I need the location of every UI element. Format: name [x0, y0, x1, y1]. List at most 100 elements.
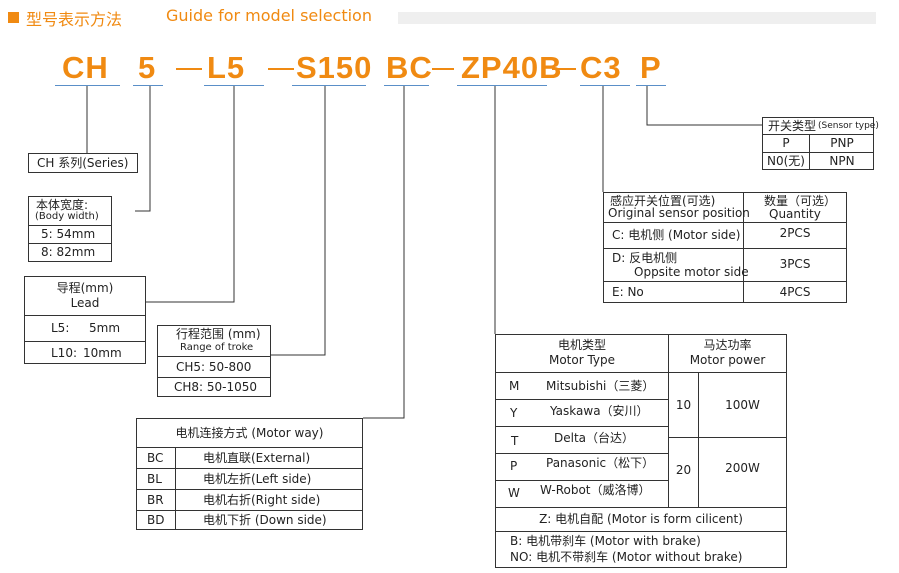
sensor-qty-header-en: Quantity: [769, 207, 821, 221]
body-width-row-value: 8: 82mm: [41, 245, 96, 259]
motor-type-name: Yaskawa（安川）: [550, 404, 649, 418]
sensor-qty-value: 3PCS: [779, 257, 811, 271]
stroke-title-cn: 行程范围 (mm): [176, 327, 261, 341]
motor-way-title: 电机连接方式 (Motor way): [175, 426, 324, 440]
lead-title-cn: 导程(mm): [56, 281, 114, 295]
motor-type-code: W: [508, 486, 520, 500]
table-row: D: 反电机侧 Oppsite motor side 3PCS: [604, 248, 846, 281]
row-divider: [496, 399, 668, 400]
motor-type-header-cn: 电机类型: [557, 338, 606, 352]
row-divider: [669, 437, 786, 438]
header-bar: [398, 12, 876, 24]
motor-z-note: Z: 电机自配 (Motor is form cilicent): [539, 512, 743, 526]
sensor-pos-header-cn: 感应开关位置(可选): [610, 194, 716, 208]
code-underline: [133, 85, 163, 86]
code-dash: [176, 68, 202, 70]
code-part-motor: ZP40B: [461, 50, 563, 85]
stroke-row-value: CH5: 50-800: [176, 360, 252, 374]
motor-type-code: M: [509, 379, 520, 393]
code-part-series: CH: [62, 50, 109, 85]
code-underline: [384, 85, 429, 86]
sensor-position-table: 感应开关位置(可选) Original sensor position 数量（可…: [603, 192, 847, 303]
body-width-table: 本体宽度: (Body width) 5: 54mm 8: 82mm: [28, 196, 112, 262]
sensor-type-title-en: (Sensor type): [818, 121, 879, 131]
motor-power-header-cn: 马达功率: [703, 338, 752, 352]
sensor-type-code: N0(无): [767, 154, 805, 168]
code-dash: [552, 68, 576, 70]
table-row: CH8: 50-1050: [158, 377, 270, 397]
motor-type-code: Y: [510, 406, 518, 420]
series-label: CH 系列(Series): [37, 156, 129, 170]
lead-table: 导程(mm) Lead L5: 5mm L10: 10mm: [24, 276, 146, 364]
sensor-pos-value-en: Oppsite motor side: [634, 265, 749, 279]
body-width-row-value: 5: 54mm: [41, 227, 96, 241]
motor-way-desc: 电机直联(External): [203, 451, 311, 465]
motor-way-code: BL: [147, 472, 162, 486]
row-divider: [496, 480, 668, 481]
code-part-motor-way: BC: [386, 50, 433, 85]
table-row: L5: 5mm: [25, 315, 145, 341]
header-square-icon: [8, 12, 19, 23]
code-underline: [457, 85, 547, 86]
code-dash: [268, 68, 294, 70]
sensor-type-table: 开关类型 (Sensor type) P PNP N0(无) NPN: [762, 117, 879, 170]
stroke-title-en: Range of troke: [180, 342, 254, 353]
body-width-title-en: (Body width): [35, 211, 99, 222]
table-row: Z: 电机自配 (Motor is form cilicent): [496, 507, 786, 531]
table-row: BR 电机右折(Right side): [137, 489, 362, 510]
motor-way-code: BR: [147, 493, 164, 507]
sensor-pos-header-en: Original sensor position: [608, 206, 750, 220]
code-underline: [204, 85, 264, 86]
table-row: E: No 4PCS: [604, 281, 846, 303]
code-underline: [292, 85, 366, 86]
motor-way-desc: 电机左折(Left side): [203, 472, 312, 486]
lead-title-en: Lead: [70, 296, 100, 310]
motor-no-brake-note: NO: 电机不带刹车 (Motor without brake): [510, 550, 743, 564]
lead-row-value: 5mm: [89, 321, 121, 335]
table-row: 8: 82mm: [29, 243, 111, 262]
sensor-type-value: NPN: [829, 154, 855, 168]
table-row: P PNP: [763, 134, 873, 152]
sensor-pos-value: C: 电机侧 (Motor side): [612, 228, 741, 242]
table-row: L10: 10mm: [25, 341, 145, 364]
table-row: CH5: 50-800: [158, 356, 270, 377]
column-divider: [698, 372, 699, 507]
series-box: CH 系列(Series): [28, 153, 138, 173]
code-part-stroke: S150: [296, 50, 373, 85]
motor-type-name: Delta（台达）: [554, 431, 635, 445]
table-row: BD 电机下折 (Down side): [137, 510, 362, 530]
code-underline: [636, 85, 666, 86]
column-divider: [668, 372, 669, 507]
sensor-type-value: PNP: [830, 136, 854, 150]
lead-row-value: 10mm: [83, 346, 122, 360]
column-divider: [175, 447, 176, 530]
code-part-body-width: 5: [138, 50, 157, 85]
sensor-qty-value: 2PCS: [779, 226, 811, 240]
table-row: B: 电机带刹车 (Motor with brake) NO: 电机不带刹车 (…: [496, 531, 786, 568]
table-row: BL 电机左折(Left side): [137, 468, 362, 489]
sensor-qty-value: 4PCS: [779, 285, 811, 299]
motor-way-desc: 电机下折 (Down side): [203, 513, 327, 527]
body-width-title-cn: 本体宽度:: [36, 198, 89, 212]
code-underline: [580, 85, 630, 86]
table-row: BC 电机直联(External): [137, 447, 362, 468]
table-row: C: 电机侧 (Motor side) 2PCS: [604, 222, 846, 248]
motor-type-name: Mitsubishi（三菱）: [546, 379, 655, 393]
stroke-table: 行程范围 (mm) Range of troke CH5: 50-800 CH8…: [157, 325, 271, 397]
motor-power-value: 200W: [725, 461, 760, 475]
code-underline: [55, 85, 120, 86]
motor-way-desc: 电机右折(Right side): [203, 493, 321, 507]
motor-power-value: 100W: [725, 398, 760, 412]
motor-power-code: 10: [675, 398, 692, 412]
motor-type-code: T: [511, 434, 519, 448]
motor-way-table: 电机连接方式 (Motor way) BC 电机直联(External) BL …: [136, 418, 363, 530]
sensor-type-title-cn: 开关类型: [768, 119, 817, 133]
motor-brake-note: B: 电机带刹车 (Motor with brake): [510, 534, 701, 548]
header-title-en: Guide for model selection: [166, 6, 372, 25]
sensor-pos-value: D: 反电机侧: [612, 251, 678, 265]
motor-type-name: Panasonic（松下）: [546, 456, 655, 470]
sensor-qty-header-cn: 数量（可选）: [764, 194, 837, 208]
code-dash: [432, 68, 454, 70]
row-divider: [669, 372, 786, 373]
